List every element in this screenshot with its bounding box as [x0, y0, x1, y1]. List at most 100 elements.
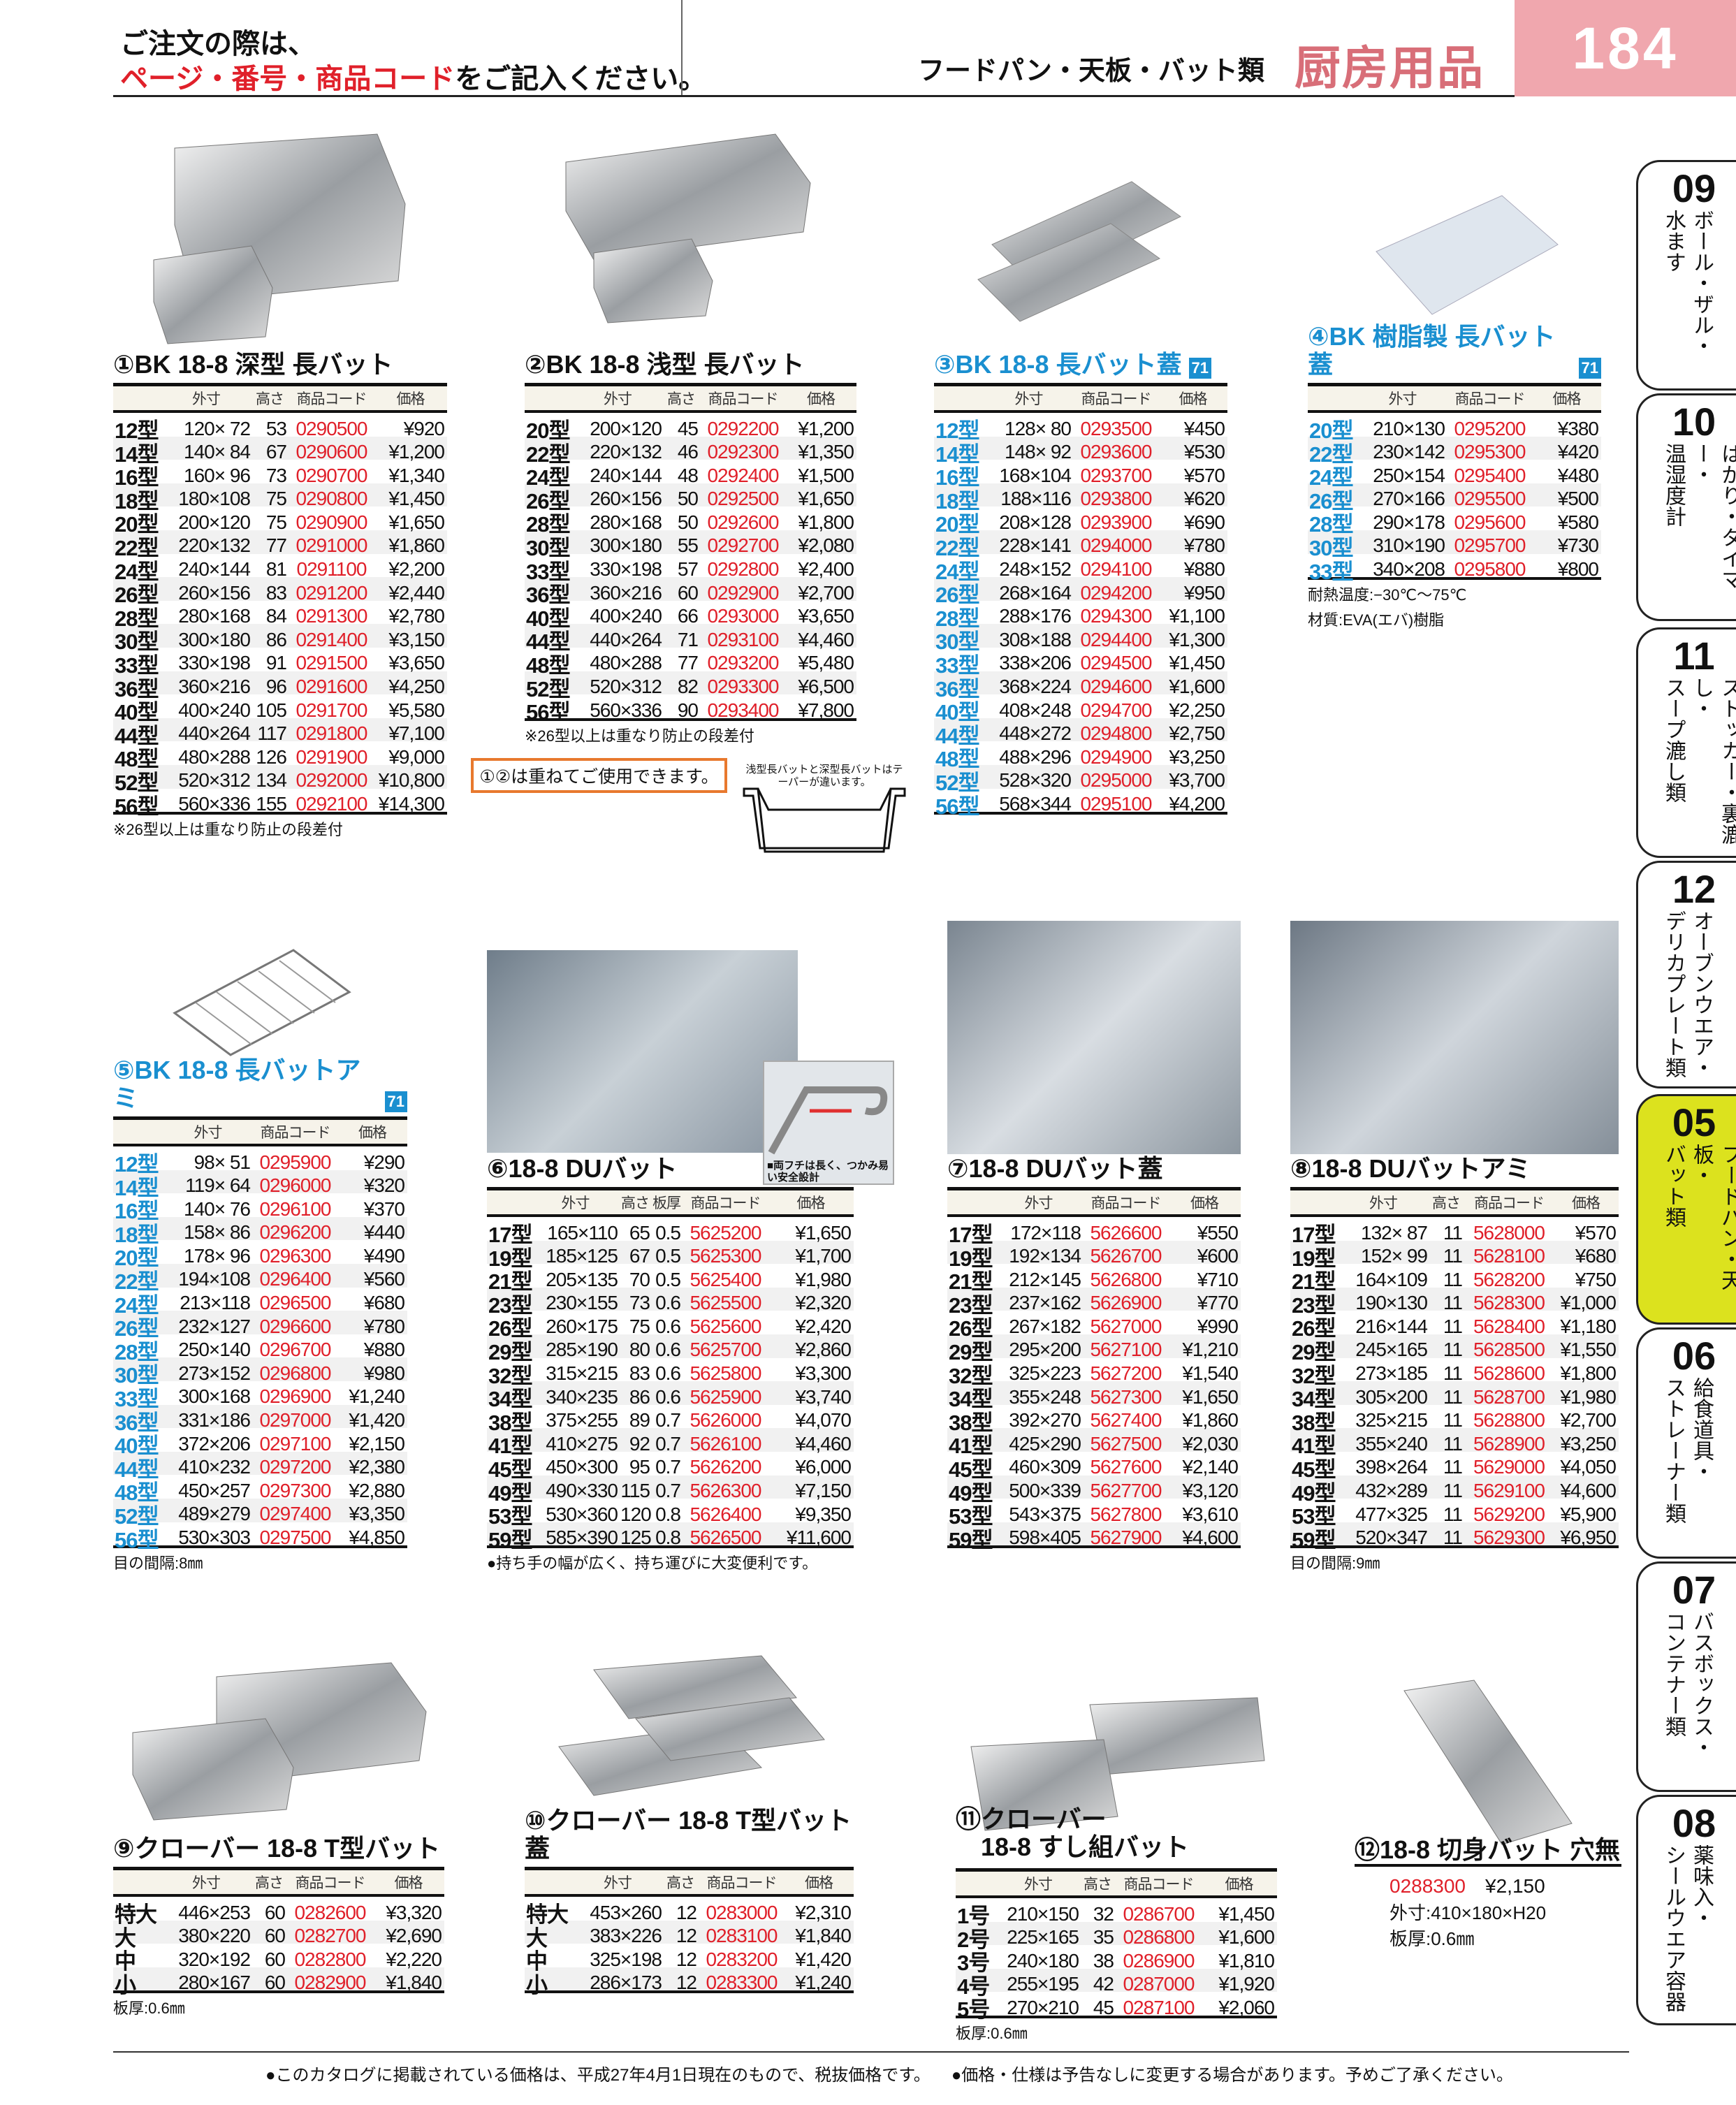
- column-header: 商品コード: [1081, 391, 1152, 407]
- cell: 300×168: [178, 1385, 251, 1408]
- product-code-cell: 0295300: [1454, 441, 1526, 463]
- price-cell: ¥530: [1183, 441, 1225, 463]
- model-cell: 20型: [115, 512, 159, 537]
- product-code-cell: 0295000: [1080, 769, 1152, 792]
- section-tab-label-line: スープ漉し類: [1662, 677, 1685, 803]
- table-header-row: 外寸高さ商品コード価格: [525, 1870, 854, 1897]
- model-cell: 22型: [115, 1269, 159, 1294]
- model-cell: 32型: [488, 1363, 532, 1388]
- price-cell: ¥3,650: [798, 605, 854, 627]
- price-cell: ¥1,420: [349, 1409, 405, 1432]
- price-cell: ¥3,250: [1169, 745, 1225, 768]
- cell: 330×198: [590, 558, 662, 581]
- model-cell: 4号: [957, 1974, 990, 1999]
- model-cell: 32型: [1292, 1363, 1336, 1388]
- table-header-row: 外寸商品コード価格: [1308, 386, 1601, 413]
- model-cell: 45型: [488, 1457, 532, 1482]
- t-tray-image: [132, 1662, 427, 1821]
- cell: 75: [265, 488, 287, 510]
- cell: 0.7: [655, 1432, 681, 1455]
- price-cell: ¥730: [1557, 534, 1599, 557]
- model-cell: 33型: [115, 1386, 159, 1411]
- cell: 268×164: [999, 581, 1072, 604]
- product-code-cell: 5627600: [1090, 1456, 1162, 1478]
- cell: 148× 92: [1005, 441, 1072, 463]
- product-code-cell: 0293800: [1080, 488, 1152, 510]
- product-code-cell: 5625400: [690, 1268, 761, 1290]
- model-cell: 26型: [488, 1316, 532, 1341]
- model-cell: 53型: [1292, 1504, 1336, 1529]
- column-header: 外寸: [1388, 391, 1417, 407]
- product-code-cell: 0295400: [1454, 464, 1526, 486]
- section-tab-number: 05: [1672, 1100, 1716, 1144]
- cell: 230×142: [1373, 441, 1445, 463]
- model-cell: 56型: [115, 794, 159, 819]
- product-note: 板厚:0.6㎜: [113, 2000, 185, 2018]
- model-cell: 53型: [488, 1504, 532, 1529]
- column-header: 価格: [394, 1875, 423, 1891]
- product-code-cell: 0291300: [296, 605, 367, 627]
- section-tab-label-line: 温湿度計: [1662, 443, 1685, 527]
- cell: 477×325: [1355, 1503, 1428, 1525]
- cell: 95: [629, 1456, 650, 1478]
- product-code-cell: 5625300: [690, 1245, 761, 1267]
- cell: 11: [1443, 1315, 1463, 1337]
- cell: 92: [629, 1432, 650, 1455]
- product-code-cell: 0296600: [259, 1315, 331, 1337]
- price-cell: ¥1,650: [1182, 1385, 1239, 1408]
- model-cell: 22型: [935, 535, 979, 560]
- cell: 440×264: [590, 628, 662, 650]
- cell: 11: [1443, 1245, 1463, 1267]
- product-code-cell: 5626800: [1090, 1268, 1162, 1290]
- column-header: 商品コード: [1091, 1195, 1162, 1211]
- cell: 45: [1093, 1996, 1114, 2018]
- price-cell: ¥7,100: [388, 722, 445, 745]
- model-cell: 20型: [526, 418, 570, 443]
- product-title: ⑩クローバー 18-8 T型バット蓋: [525, 1807, 854, 1863]
- price-cell: ¥1,980: [1560, 1385, 1617, 1408]
- model-cell: 33型: [935, 653, 979, 678]
- section-tab-label-line: フードパン・天板・: [1690, 1144, 1736, 1290]
- price-cell: ¥1,240: [795, 1972, 852, 1994]
- product-code-cell: 0290600: [296, 441, 367, 463]
- price-cell: ¥4,200: [1169, 793, 1225, 815]
- price-cell: ¥3,650: [388, 652, 445, 674]
- cell: 340×208: [1373, 558, 1445, 581]
- price-cell: ¥3,120: [1182, 1480, 1239, 1502]
- product-code-cell: 0282700: [294, 1925, 366, 1947]
- product-code: 0288300: [1389, 1875, 1466, 1897]
- sushi-tray-set-image: [970, 1697, 1265, 1831]
- cell: 50: [677, 488, 699, 510]
- section-tab-number: 10: [1672, 400, 1716, 444]
- cell: 220×132: [590, 441, 662, 463]
- column-header: 外寸: [192, 1875, 221, 1891]
- model-cell: 大: [115, 1925, 136, 1951]
- cell: 75: [629, 1315, 650, 1337]
